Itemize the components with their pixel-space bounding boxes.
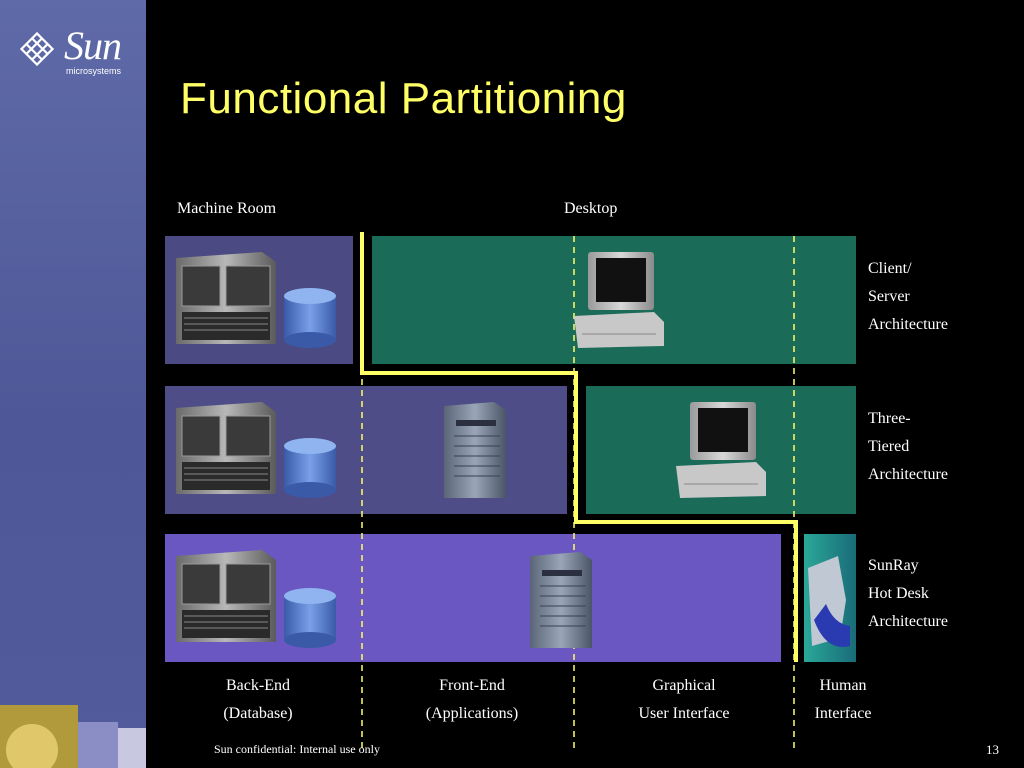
slide-title: Functional Partitioning bbox=[180, 74, 627, 123]
server-cabinet-icon bbox=[176, 550, 276, 642]
sidebar-decoration bbox=[0, 705, 146, 768]
desktop-label: Desktop bbox=[564, 200, 618, 217]
front-end-label: Front-End(Applications) bbox=[425, 677, 519, 722]
sun-logo-icon bbox=[20, 32, 54, 66]
tower-server-icon bbox=[530, 552, 592, 648]
logo-subtext: microsystems bbox=[66, 66, 122, 76]
database-cylinder-icon bbox=[284, 288, 336, 348]
tower-server-icon bbox=[444, 402, 506, 498]
sun-logo: Sun microsystems bbox=[18, 23, 128, 78]
server-cabinet-icon bbox=[176, 402, 276, 494]
confidential-footer: Sun confidential: Internal use only bbox=[214, 742, 380, 756]
sidebar: Sun microsystems bbox=[0, 0, 146, 768]
sunray-terminal-icon bbox=[804, 534, 856, 662]
database-cylinder-icon bbox=[284, 588, 336, 648]
logo-word: Sun bbox=[64, 23, 122, 68]
server-cabinet-icon bbox=[176, 252, 276, 344]
machine-room-label: Machine Room bbox=[177, 200, 277, 217]
desktop-computer-icon bbox=[676, 402, 766, 498]
back-end-label: Back-End(Database) bbox=[223, 677, 293, 722]
page-number: 13 bbox=[986, 742, 999, 757]
desktop-computer-icon bbox=[574, 252, 664, 348]
database-cylinder-icon bbox=[284, 438, 336, 498]
partition-boundary-line bbox=[360, 232, 798, 662]
